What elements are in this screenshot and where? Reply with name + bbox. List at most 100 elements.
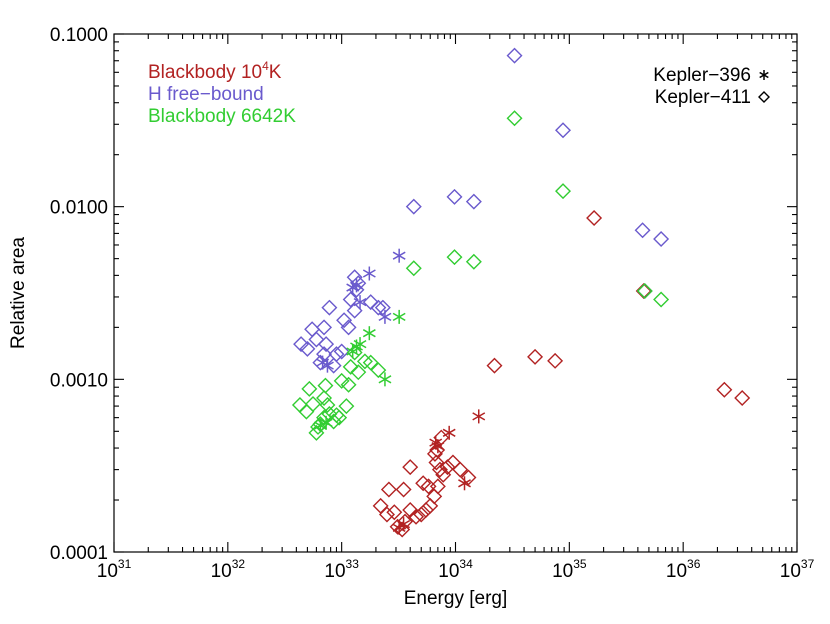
- data-point-asterisk: [472, 409, 486, 424]
- y-tick-label: 0.0010: [50, 370, 108, 391]
- data-point-diamond: [636, 282, 653, 299]
- x-tick-label: 1037: [780, 557, 815, 582]
- data-point-diamond: [317, 377, 334, 394]
- x-tick-label: 1035: [552, 557, 587, 582]
- data-point-diamond: [333, 343, 350, 360]
- data-point-diamond: [380, 481, 397, 498]
- x-tick-label: 1032: [211, 557, 246, 582]
- data-point-diamond: [417, 502, 434, 519]
- data-point-asterisk: [431, 439, 445, 454]
- y-tick-label: 0.0001: [50, 543, 108, 564]
- x-axis-label: Energy [erg]: [404, 588, 508, 609]
- legend-entry-bb10k: Blackbody 104K: [148, 59, 282, 83]
- data-point-asterisk: [392, 309, 406, 324]
- data-point-asterisk: [353, 295, 367, 310]
- data-point-diamond: [325, 413, 342, 430]
- plot-frame: [113, 33, 798, 553]
- y-axis-label: Relative area: [8, 237, 29, 349]
- data-point-diamond: [316, 389, 333, 406]
- data-point-diamond: [342, 291, 359, 308]
- data-point-diamond: [370, 299, 387, 316]
- data-point-asterisk: [392, 248, 406, 263]
- data-point-diamond: [405, 198, 422, 215]
- data-point-diamond: [308, 331, 325, 348]
- data-point-diamond: [386, 504, 403, 521]
- data-point-diamond: [408, 508, 425, 525]
- legend-entry-bb6642: Blackbody 6642K: [148, 106, 296, 127]
- data-point-diamond: [413, 506, 430, 523]
- x-tick-label: 1036: [666, 557, 701, 582]
- data-point-diamond: [342, 358, 359, 375]
- data-point-diamond: [328, 346, 345, 363]
- data-point-diamond: [338, 398, 355, 415]
- data-point-diamond: [426, 445, 443, 462]
- data-point-diamond: [405, 260, 422, 277]
- data-point-diamond: [635, 282, 652, 299]
- data-point-diamond: [428, 454, 445, 471]
- data-point-asterisk: [378, 309, 392, 324]
- data-point-diamond: [429, 478, 446, 495]
- data-point-diamond: [362, 294, 379, 311]
- data-point-diamond: [402, 459, 419, 476]
- data-point-diamond: [318, 336, 335, 353]
- data-point-diamond: [429, 441, 446, 458]
- legend-entry-star: Kepler−411: [655, 87, 751, 108]
- data-point-asterisk: [442, 425, 456, 440]
- data-point-diamond: [316, 319, 333, 336]
- data-point-asterisk: [458, 476, 471, 491]
- data-point-diamond: [716, 381, 733, 398]
- data-point-asterisk: [362, 266, 376, 281]
- data-point-asterisk: [321, 358, 334, 373]
- x-tick-label: 1033: [324, 557, 359, 582]
- data-point-diamond: [653, 230, 670, 247]
- data-point-diamond: [293, 336, 310, 353]
- data-point-diamond: [426, 488, 443, 505]
- y-tick-label: 0.1000: [50, 25, 108, 46]
- data-point-diamond: [370, 362, 387, 379]
- x-tick-label: 1031: [97, 557, 132, 582]
- data-point-diamond: [435, 466, 452, 483]
- data-point-diamond: [397, 513, 413, 530]
- data-point-diamond: [395, 481, 412, 498]
- data-point-diamond: [333, 372, 350, 389]
- data-point-diamond: [446, 188, 463, 205]
- data-point-diamond: [506, 110, 523, 127]
- data-point-diamond: [362, 354, 379, 371]
- data-point-diamond: [465, 193, 482, 210]
- tick-labels: 1031 1032 1033 1034 1035 1036 1037 0.0001 0.0010…: [50, 25, 815, 582]
- legend-diamond-icon: [758, 91, 770, 103]
- data-point-diamond: [555, 183, 572, 200]
- data-point-diamond: [634, 222, 651, 239]
- data-point-diamond: [446, 249, 463, 266]
- data-point-diamond: [734, 389, 751, 406]
- data-point-diamond: [547, 352, 564, 369]
- data-point-asterisk: [397, 517, 411, 532]
- x-tick-label: 1034: [438, 557, 473, 582]
- data-point-diamond: [319, 397, 336, 414]
- data-point-diamond: [486, 357, 503, 374]
- data-point-diamond: [325, 357, 342, 374]
- data-point-diamond: [305, 395, 321, 412]
- legend-entry-star: Kepler−396: [653, 65, 751, 86]
- data-point-diamond: [653, 291, 670, 308]
- y-tick-label: 0.0100: [50, 198, 108, 219]
- data-point-diamond: [452, 461, 469, 478]
- data-point-diamond: [350, 364, 367, 381]
- data-point-diamond: [527, 348, 544, 365]
- data-point-diamond: [331, 409, 348, 426]
- data-point-diamond: [336, 312, 353, 329]
- data-point-asterisk: [362, 326, 376, 341]
- data-point-diamond: [299, 340, 316, 357]
- data-points: [291, 47, 751, 538]
- data-point-diamond: [340, 376, 357, 393]
- data-point-diamond: [340, 319, 357, 336]
- data-point-diamond: [506, 47, 523, 64]
- data-point-asterisk: [350, 278, 363, 293]
- legend-entry-hfb: H free−bound: [148, 84, 264, 105]
- data-point-asterisk: [353, 337, 367, 352]
- data-point-diamond: [321, 299, 338, 316]
